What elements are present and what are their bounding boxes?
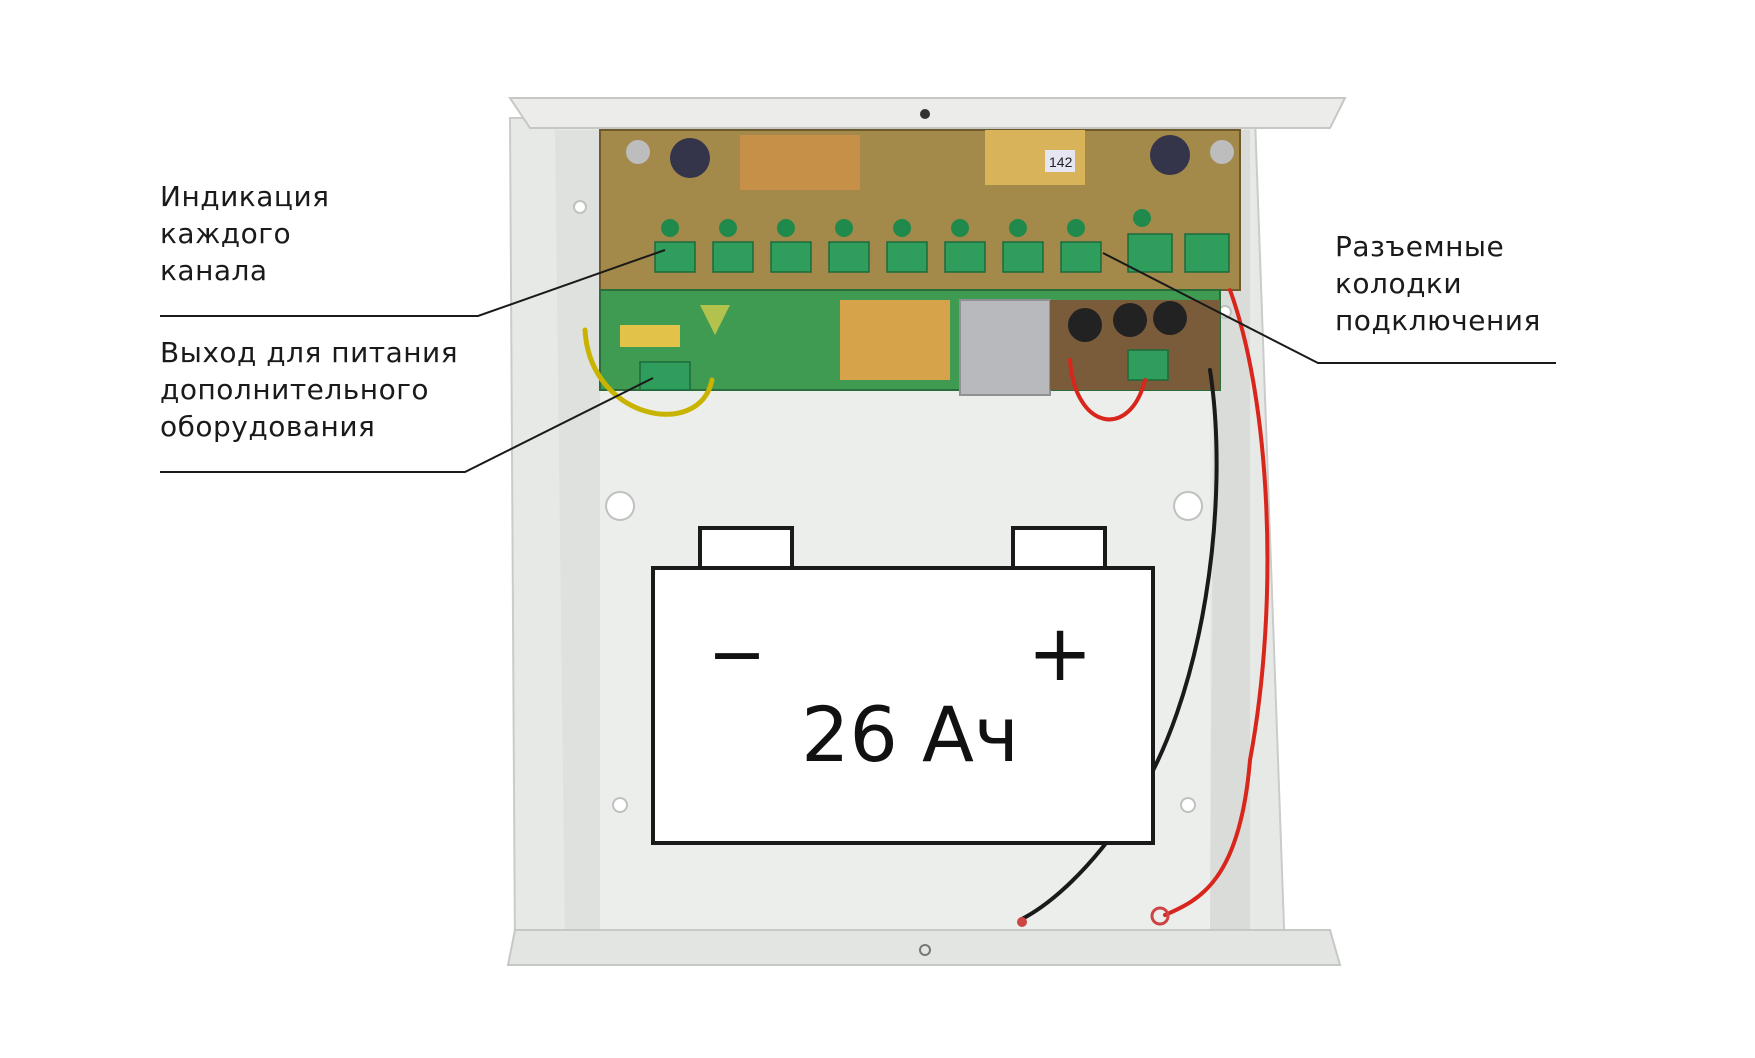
channel-terminals xyxy=(654,233,1230,273)
callout-line: Выход для питания xyxy=(160,336,459,369)
battery-icon xyxy=(651,526,1155,845)
mounting-holes xyxy=(573,200,1232,813)
callout-line: Разъемные xyxy=(1335,230,1505,263)
leader-lines xyxy=(160,249,1556,473)
capacitor-marking: 142 xyxy=(1049,154,1073,170)
battery-plus-symbol: + xyxy=(1027,609,1092,699)
power-board xyxy=(599,289,1221,396)
callout-aux-output: Выход для питания дополнительного оборуд… xyxy=(160,334,458,445)
channel-leds xyxy=(661,209,1151,237)
callout-line: канала xyxy=(160,254,268,287)
wires xyxy=(582,288,1270,927)
callout-line: оборудования xyxy=(160,410,376,443)
aux-output-terminal xyxy=(639,361,691,391)
callout-line: каждого xyxy=(160,217,292,250)
callout-line: дополнительного xyxy=(160,373,430,406)
callout-removable-connectors: Разъемные колодки подключения xyxy=(1335,228,1541,339)
callout-channel-indication: Индикация каждого канала xyxy=(160,178,329,289)
indicator-board: 142 xyxy=(599,129,1241,291)
callout-line: Индикация xyxy=(160,180,330,213)
battery-capacity-label: 26 Ач xyxy=(801,690,1019,779)
callout-line: колодки xyxy=(1335,267,1463,300)
callout-line: подключения xyxy=(1335,304,1541,337)
battery-minus-symbol: − xyxy=(708,613,767,695)
